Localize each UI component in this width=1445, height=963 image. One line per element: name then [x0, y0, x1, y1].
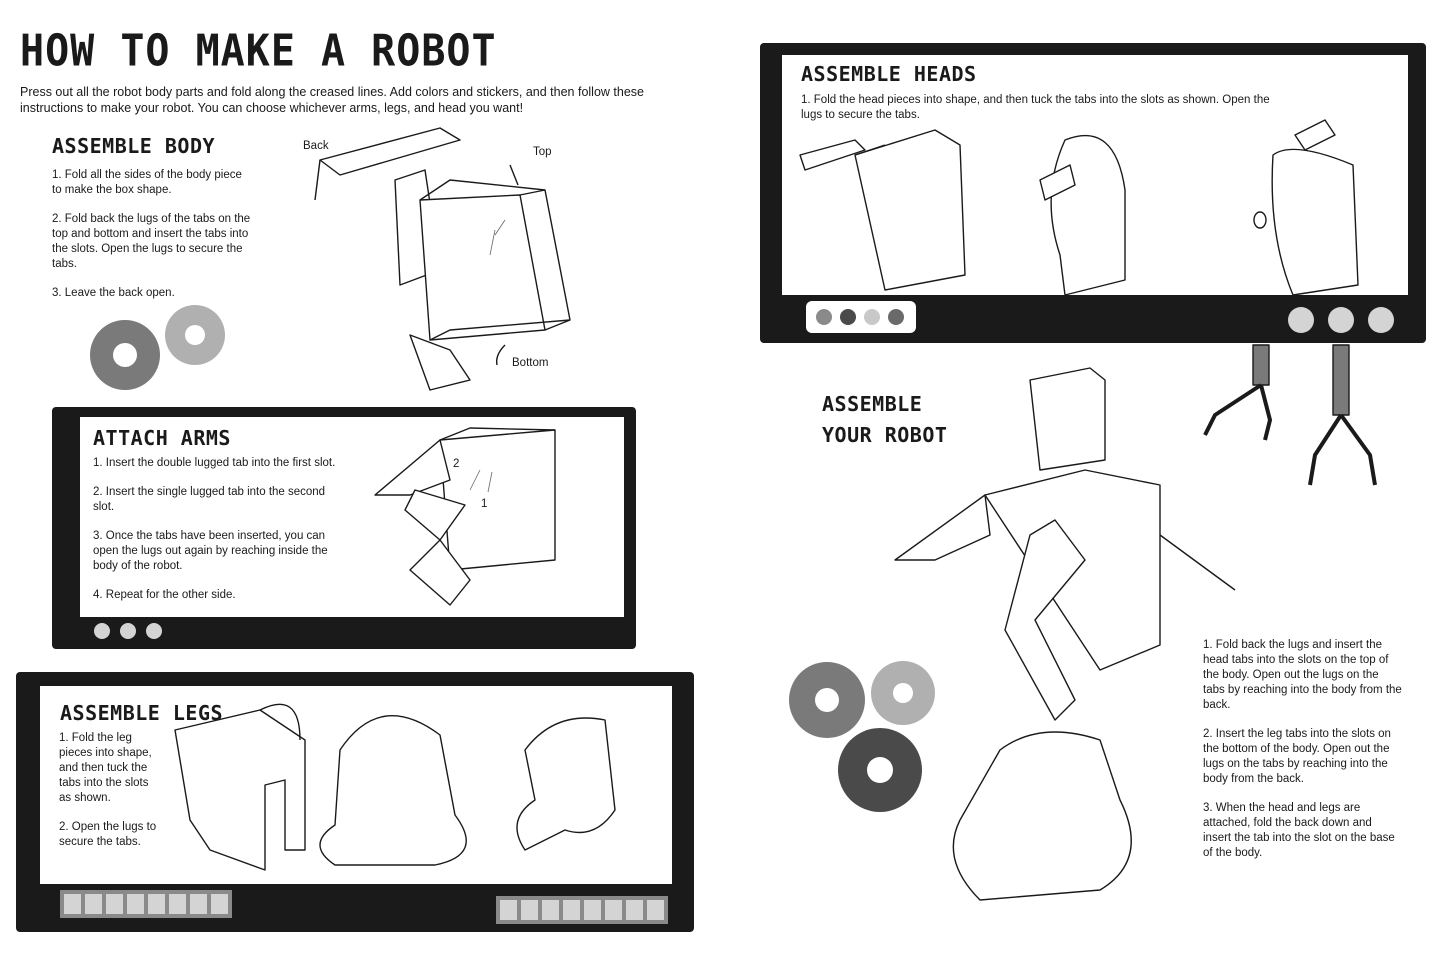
robot-legs [952, 731, 1132, 901]
legs-step-1: 1. Fold the leg pieces into shape, and t… [59, 732, 152, 804]
palette-color-2 [840, 309, 856, 325]
robot-step-1: 1. Fold back the lugs and insert the hea… [1203, 639, 1402, 711]
label-bottom: Bottom [512, 357, 549, 369]
assemble-robot-steps: 1. Fold back the lugs and insert the hea… [1203, 638, 1403, 875]
robot-arm-right [1159, 534, 1236, 591]
body-step-1: 1. Fold all the sides of the body piece … [52, 169, 242, 196]
robot-arm-left [1004, 519, 1086, 721]
legs-step-2: 2. Open the lugs to secure the tabs. [59, 821, 157, 848]
claw-left-icon [1203, 344, 1272, 441]
claw-right-icon [1308, 344, 1377, 486]
claw-decorations [1203, 344, 1377, 486]
assemble-legs-steps: 1. Fold the leg pieces into shape, and t… [59, 731, 159, 864]
screen-button [94, 623, 110, 639]
assemble-body-steps: 1. Fold all the sides of the body piece … [52, 168, 252, 315]
robot-back-flap [894, 494, 991, 561]
assemble-heads-steps: 1. Fold the head pieces into shape, and … [801, 93, 1281, 137]
attach-arms-heading: ATTACH ARMS [93, 426, 231, 450]
gear-light-icon [871, 661, 935, 725]
legs-screen-panel-left [60, 890, 232, 918]
screen-button [1328, 307, 1354, 333]
assemble-body-heading: ASSEMBLE BODY [52, 134, 216, 158]
arms-step-4: 4. Repeat for the other side. [93, 589, 236, 601]
robot-head [1029, 367, 1106, 471]
robot-step-2: 2. Insert the leg tabs into the slots on… [1203, 728, 1391, 785]
gear-dark-icon [90, 320, 160, 390]
label-back: Back [303, 140, 329, 152]
body-step-3: 3. Leave the back open. [52, 287, 175, 299]
robot-assembly-illustration [894, 367, 1236, 901]
palette-color-3 [864, 309, 880, 325]
gears-decoration-right [789, 661, 935, 812]
legs-illustration [174, 703, 616, 871]
screen-button [146, 623, 162, 639]
arms-step-3: 3. Once the tabs have been inserted, you… [93, 530, 328, 572]
arm-illustration [374, 427, 556, 606]
gear-light-icon [165, 305, 225, 365]
assemble-legs-heading: ASSEMBLE LEGS [60, 701, 224, 725]
screen-button [1288, 307, 1314, 333]
screen-button [120, 623, 136, 639]
page-title: HOW TO MAKE A ROBOT [20, 26, 497, 77]
screen-button [1368, 307, 1394, 333]
gears-decoration-left [90, 305, 225, 390]
assemble-robot-heading-line-1: ASSEMBLE [822, 392, 923, 416]
body-step-2: 2. Fold back the lugs of the tabs on the… [52, 213, 251, 270]
gear-dark-icon [838, 728, 922, 812]
intro-text: Press out all the robot body parts and f… [20, 85, 644, 115]
assemble-heads-heading: ASSEMBLE HEADS [801, 62, 977, 86]
gear-mid-icon [789, 662, 865, 738]
arm-slot-2-label: 2 [453, 458, 460, 470]
arm-slot-1-label: 1 [481, 498, 488, 510]
body-box-illustration [314, 127, 571, 391]
label-top: Top [533, 146, 552, 158]
palette-color-4 [888, 309, 904, 325]
attach-arms-steps: 1. Insert the double lugged tab into the… [93, 456, 338, 617]
arms-step-1: 1. Insert the double lugged tab into the… [93, 457, 336, 469]
arms-step-2: 2. Insert the single lugged tab into the… [93, 486, 326, 513]
assemble-robot-heading-line-2: YOUR ROBOT [822, 423, 948, 447]
robot-step-3: 3. When the head and legs are attached, … [1203, 802, 1395, 859]
palette-color-1 [816, 309, 832, 325]
heads-illustration [799, 119, 1359, 296]
color-palette [806, 301, 916, 333]
heads-step-1: 1. Fold the head pieces into shape, and … [801, 94, 1270, 121]
legs-screen-panel-right [496, 896, 668, 924]
